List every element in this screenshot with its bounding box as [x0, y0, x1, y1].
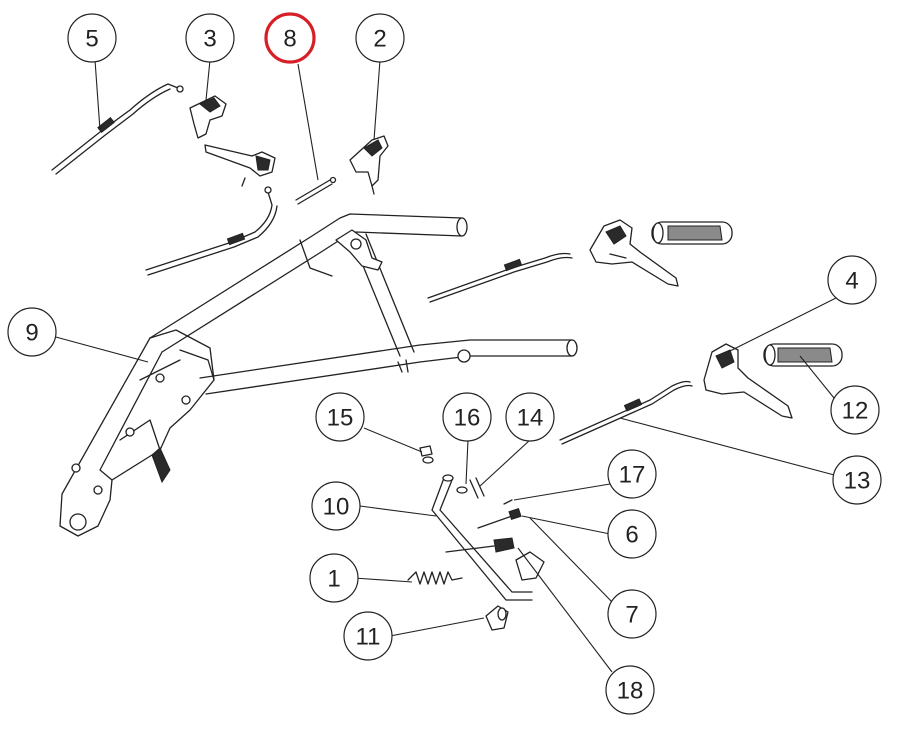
callout-label: 4: [845, 268, 858, 295]
callout-5[interactable]: 5: [67, 13, 117, 63]
callout-10[interactable]: 10: [311, 481, 361, 531]
callout-label: 2: [373, 26, 386, 53]
part-7-spring-rod[interactable]: [445, 537, 515, 553]
callout-label: 13: [844, 468, 871, 495]
part-11-bushing[interactable]: [485, 605, 509, 631]
callout-15[interactable]: 15: [315, 392, 365, 442]
callout-label: 8: [283, 26, 296, 53]
callout-label: 7: [625, 602, 638, 629]
callout-circle: [830, 385, 880, 435]
callout-label: 1: [327, 566, 340, 593]
part-right-upper-grip[interactable]: [651, 221, 733, 245]
callout-17[interactable]: 17: [607, 449, 657, 499]
callout-8[interactable]: 8: [264, 12, 316, 64]
callout-label: 17: [619, 462, 646, 489]
part-2-throttle[interactable]: [349, 135, 389, 195]
callout-circle: [185, 13, 235, 63]
callout-2[interactable]: 2: [355, 13, 405, 63]
callout-18[interactable]: 18: [605, 665, 655, 715]
callout-circle: [311, 481, 361, 531]
callout-11[interactable]: 11: [343, 611, 393, 661]
callout-circle: [605, 665, 655, 715]
callout-9[interactable]: 9: [7, 307, 57, 357]
callout-4[interactable]: 4: [827, 255, 877, 305]
part-1-spring[interactable]: [407, 571, 463, 585]
callout-1[interactable]: 1: [309, 553, 359, 603]
callout-13[interactable]: 13: [832, 455, 882, 505]
callout-circle: [309, 553, 359, 603]
callout-circle: [343, 611, 393, 661]
part-13-cable[interactable]: [559, 380, 693, 445]
part-15-nut[interactable]: [419, 445, 434, 464]
callout-label: 10: [323, 494, 350, 521]
part-5-cable[interactable]: [51, 83, 184, 175]
callout-label: 3: [203, 26, 216, 53]
callout-label: 18: [617, 678, 644, 705]
part-16-spacer[interactable]: [456, 486, 468, 494]
callout-6[interactable]: 6: [607, 509, 657, 559]
part-9-handlebar-frame[interactable]: [59, 213, 578, 537]
part-right-upper-lever[interactable]: [589, 219, 679, 287]
part-10-rod[interactable]: [431, 474, 545, 601]
callout-circle: [7, 307, 57, 357]
callout-circle: [505, 392, 555, 442]
callout-16[interactable]: 16: [442, 392, 492, 442]
callout-circle: [607, 589, 657, 639]
part-12-grip[interactable]: [763, 343, 843, 367]
callout-circle: [315, 392, 365, 442]
callout-label: 9: [25, 320, 38, 347]
callout-12[interactable]: 12: [830, 385, 880, 435]
part-6-bolt[interactable]: [477, 508, 522, 529]
callout-7[interactable]: 7: [607, 589, 657, 639]
part-17-screw[interactable]: [503, 499, 513, 505]
part-8-rod[interactable]: [295, 176, 337, 205]
part-right-upper-cable[interactable]: [427, 252, 573, 303]
callout-circle: [67, 13, 117, 63]
callout-label: 12: [842, 398, 869, 425]
callout-label: 5: [85, 26, 98, 53]
callout-circle: [832, 455, 882, 505]
leader-lines: [51, 59, 839, 673]
callout-label: 15: [327, 405, 354, 432]
callout-label: 6: [625, 522, 638, 549]
callout-label: 11: [356, 624, 381, 651]
callout-14[interactable]: 14: [505, 392, 555, 442]
part-14-pin[interactable]: [469, 477, 485, 499]
callout-circle: [355, 13, 405, 63]
part-4-lever[interactable]: [703, 343, 793, 419]
part-3-lever-assembly[interactable]: [189, 95, 276, 187]
callout-circle: [264, 12, 316, 64]
callout-3[interactable]: 3: [185, 13, 235, 63]
callout-label: 14: [517, 405, 544, 432]
callout-circle: [442, 392, 492, 442]
part-cable-lower[interactable]: [145, 186, 278, 276]
callout-circle: [827, 255, 877, 305]
callout-circle: [607, 449, 657, 499]
callout-label: 16: [454, 405, 481, 432]
callout-circle: [607, 509, 657, 559]
